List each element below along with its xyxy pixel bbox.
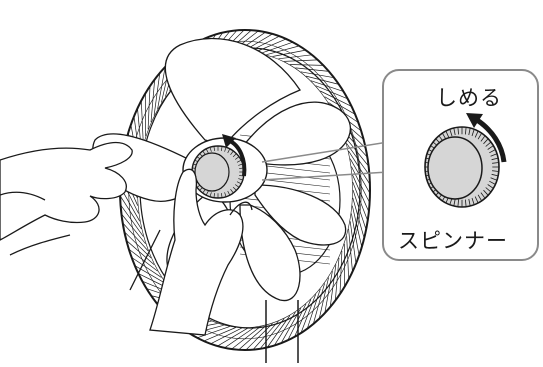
left-hand [0,143,132,256]
tighten-label: しめる [436,82,502,112]
spinner-detail [425,127,499,207]
spinner-label: スピンナー [398,225,508,255]
fan-stand [266,300,298,363]
